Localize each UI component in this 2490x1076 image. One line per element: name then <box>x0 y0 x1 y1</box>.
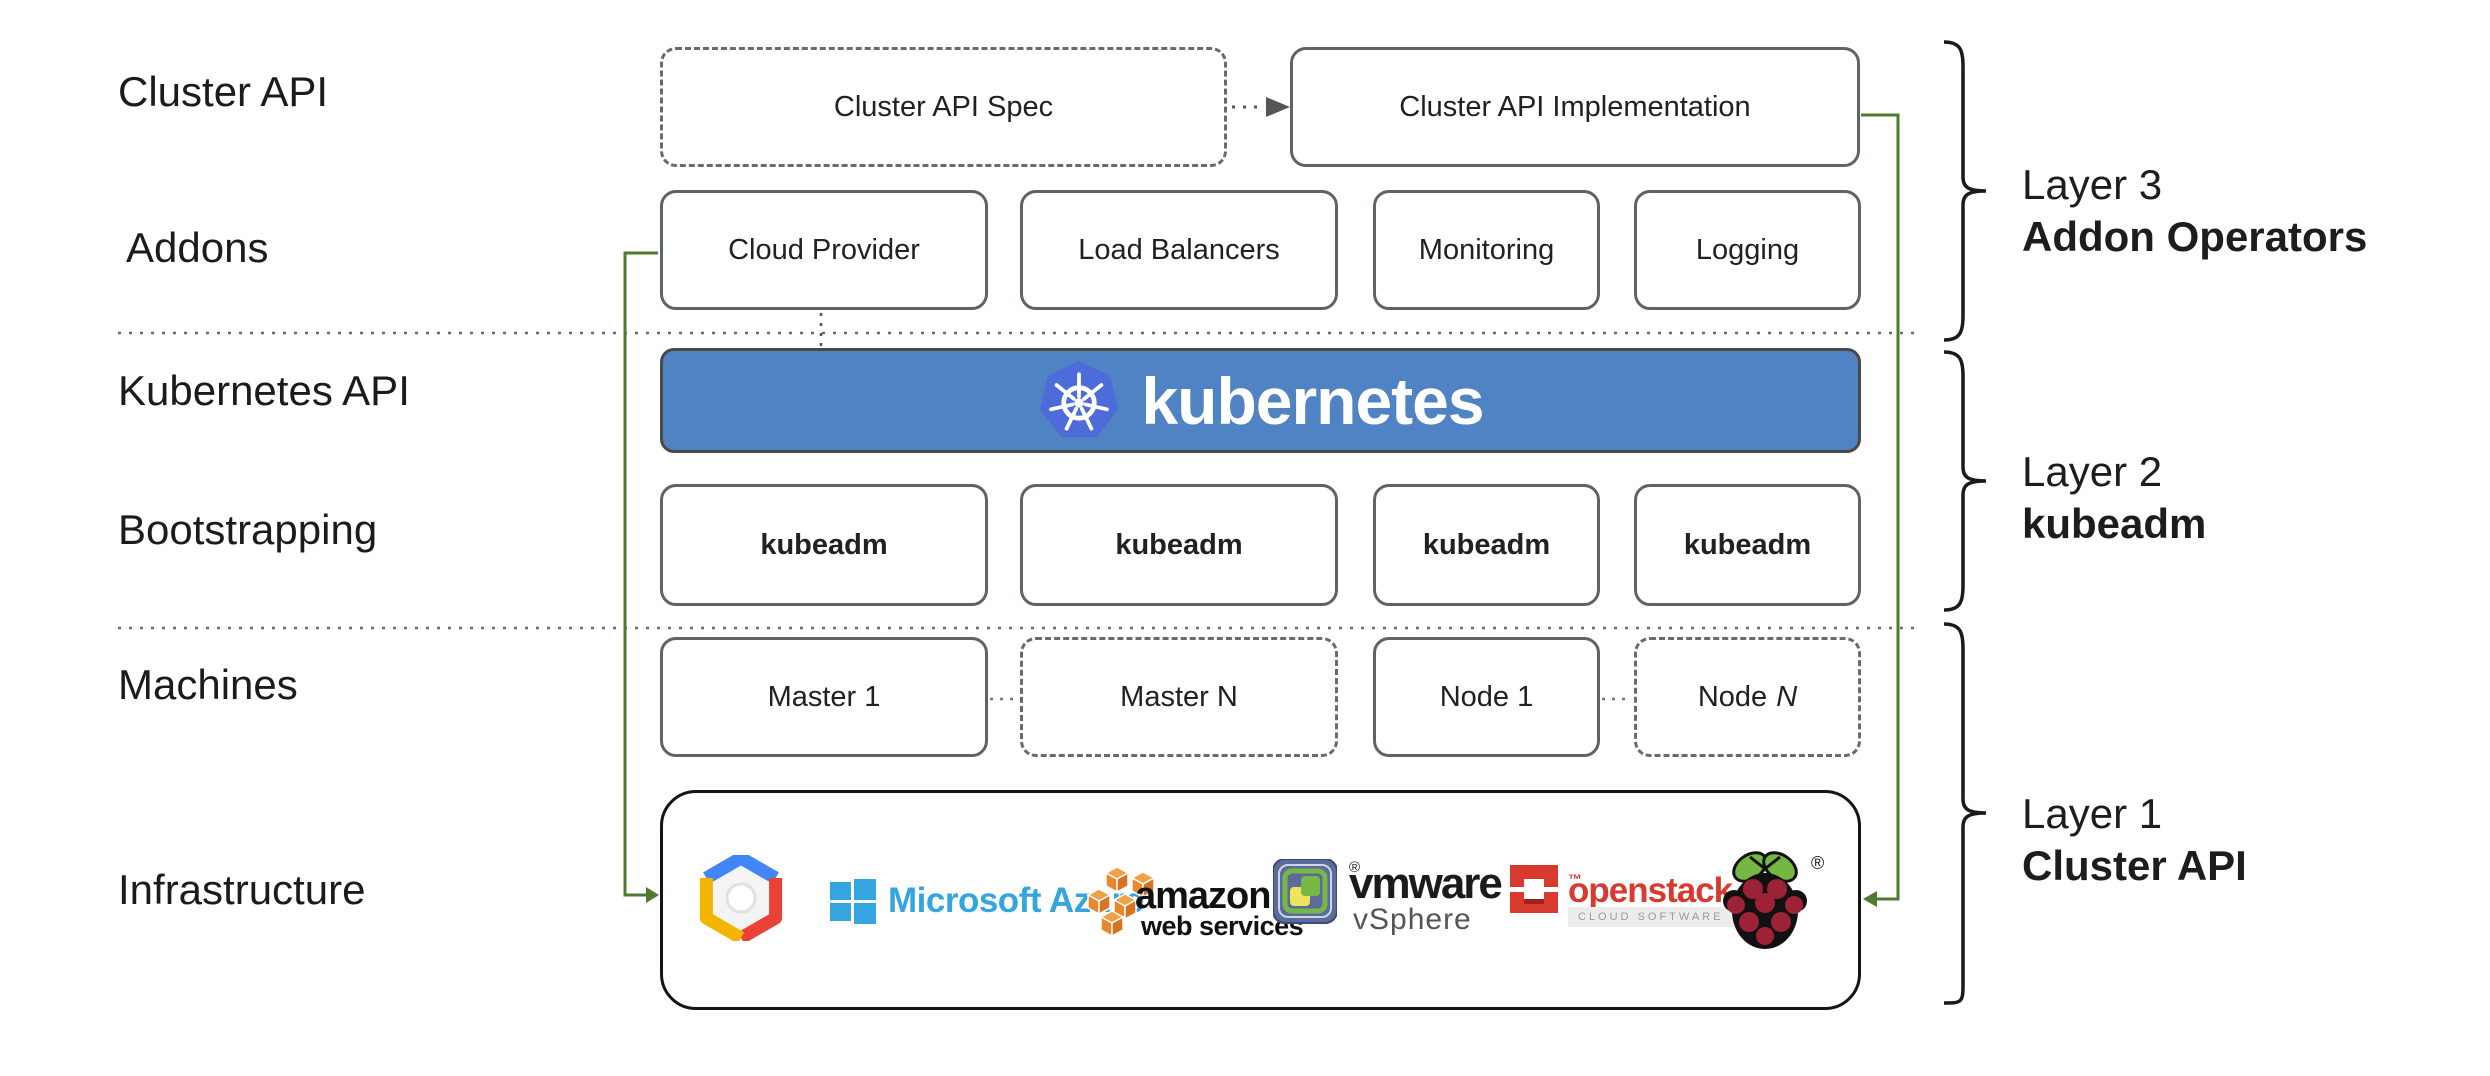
vsphere-label: vSphere <box>1353 903 1472 936</box>
row-label-cluster-api: Cluster API <box>118 68 329 115</box>
node-n-label: Node <box>1697 680 1768 713</box>
layer-2-brace <box>1943 350 1987 612</box>
node-n-box: Node N <box>1634 637 1861 757</box>
load-balancers-box: Load Balancers <box>1020 190 1338 310</box>
monitoring-box: Monitoring <box>1373 190 1600 310</box>
master-n-label: Master N <box>1120 680 1238 713</box>
kubeadm-label: kubeadm <box>1115 528 1243 561</box>
kubeadm-label: kubeadm <box>760 528 888 561</box>
node-n-variable: N <box>1776 680 1798 713</box>
aws-amazon-label: amazon <box>1135 875 1271 917</box>
openstack-trademark: ™ <box>1568 871 1582 887</box>
left-green-arrowhead <box>646 887 659 903</box>
node-1-box: Node 1 <box>1373 637 1600 757</box>
row-label-bootstrapping: Bootstrapping <box>118 506 378 553</box>
kubeadm-box-4: kubeadm <box>1634 484 1861 606</box>
layer-1-label: Layer 1 Cluster API <box>2022 788 2452 892</box>
layer-2-subtitle: kubeadm <box>2022 500 2207 547</box>
raspberry-pi-registered-mark: ® <box>1811 853 1825 873</box>
node-1-label: Node 1 <box>1439 680 1534 713</box>
load-balancers-label: Load Balancers <box>1078 233 1280 266</box>
vmware-registered-mark: ® <box>1349 859 1361 876</box>
kubeadm-label: kubeadm <box>1683 528 1812 561</box>
implementation-to-infrastructure-line <box>1861 113 1900 901</box>
kubernetes-banner: kubernetes <box>660 348 1861 453</box>
kubernetes-banner-label: kubernetes <box>1141 363 1484 438</box>
kubernetes-logo-icon <box>1040 360 1119 437</box>
vmware-vsphere-icon <box>1273 859 1337 924</box>
cloud-provider-to-infrastructure-line <box>623 251 658 897</box>
raspberry-pi-icon <box>1723 851 1807 949</box>
master-1-label: Master 1 <box>767 680 881 713</box>
layer-1-title: Layer 1 <box>2022 790 2163 837</box>
layer-2-title: Layer 2 <box>2022 448 2163 495</box>
infrastructure-box: Microsoft Azure <box>660 790 1861 1010</box>
kubeadm-box-3: kubeadm <box>1373 484 1600 606</box>
row-label-kubernetes-api: Kubernetes API <box>118 367 410 414</box>
azure-windows-icon <box>830 879 876 924</box>
spec-to-implementation-arrowhead <box>1266 97 1290 117</box>
cluster-api-spec-label: Cluster API Spec <box>833 90 1054 123</box>
logging-box: Logging <box>1634 190 1861 310</box>
layer-3-label: Layer 3 Addon Operators <box>2022 159 2452 263</box>
cloud-provider-label: Cloud Provider <box>728 233 920 266</box>
layer-3-brace <box>1943 40 1987 342</box>
master-1-box: Master 1 <box>660 637 988 757</box>
kubeadm-box-2: kubeadm <box>1020 484 1338 606</box>
monitoring-label: Monitoring <box>1418 233 1555 266</box>
right-green-arrowhead <box>1863 891 1877 907</box>
cluster-api-spec-box: Cluster API Spec <box>660 47 1227 167</box>
kubeadm-box-1: kubeadm <box>660 484 988 606</box>
aws-cubes-icon <box>1086 867 1156 937</box>
cloud-provider-box: Cloud Provider <box>660 190 988 310</box>
openstack-subtitle: CLOUD SOFTWARE <box>1568 907 1734 927</box>
logging-label: Logging <box>1695 233 1800 266</box>
kubeadm-label: kubeadm <box>1422 528 1551 561</box>
cluster-api-implementation-box: Cluster API Implementation <box>1290 47 1860 167</box>
layer-3-subtitle: Addon Operators <box>2022 213 2368 260</box>
layer-1-subtitle: Cluster API <box>2022 842 2247 889</box>
google-cloud-logo <box>699 855 783 941</box>
layer-1-brace <box>1943 622 1987 1005</box>
row-label-infrastructure: Infrastructure <box>118 866 366 913</box>
cluster-api-implementation-label: Cluster API Implementation <box>1399 90 1751 123</box>
row-label-addons: Addons <box>126 224 269 271</box>
master-n-box: Master N <box>1020 637 1338 757</box>
row-label-machines: Machines <box>118 661 298 708</box>
layer-3-title: Layer 3 <box>2022 161 2163 208</box>
openstack-icon <box>1508 865 1560 913</box>
layer-2-label: Layer 2 kubeadm <box>2022 446 2452 550</box>
